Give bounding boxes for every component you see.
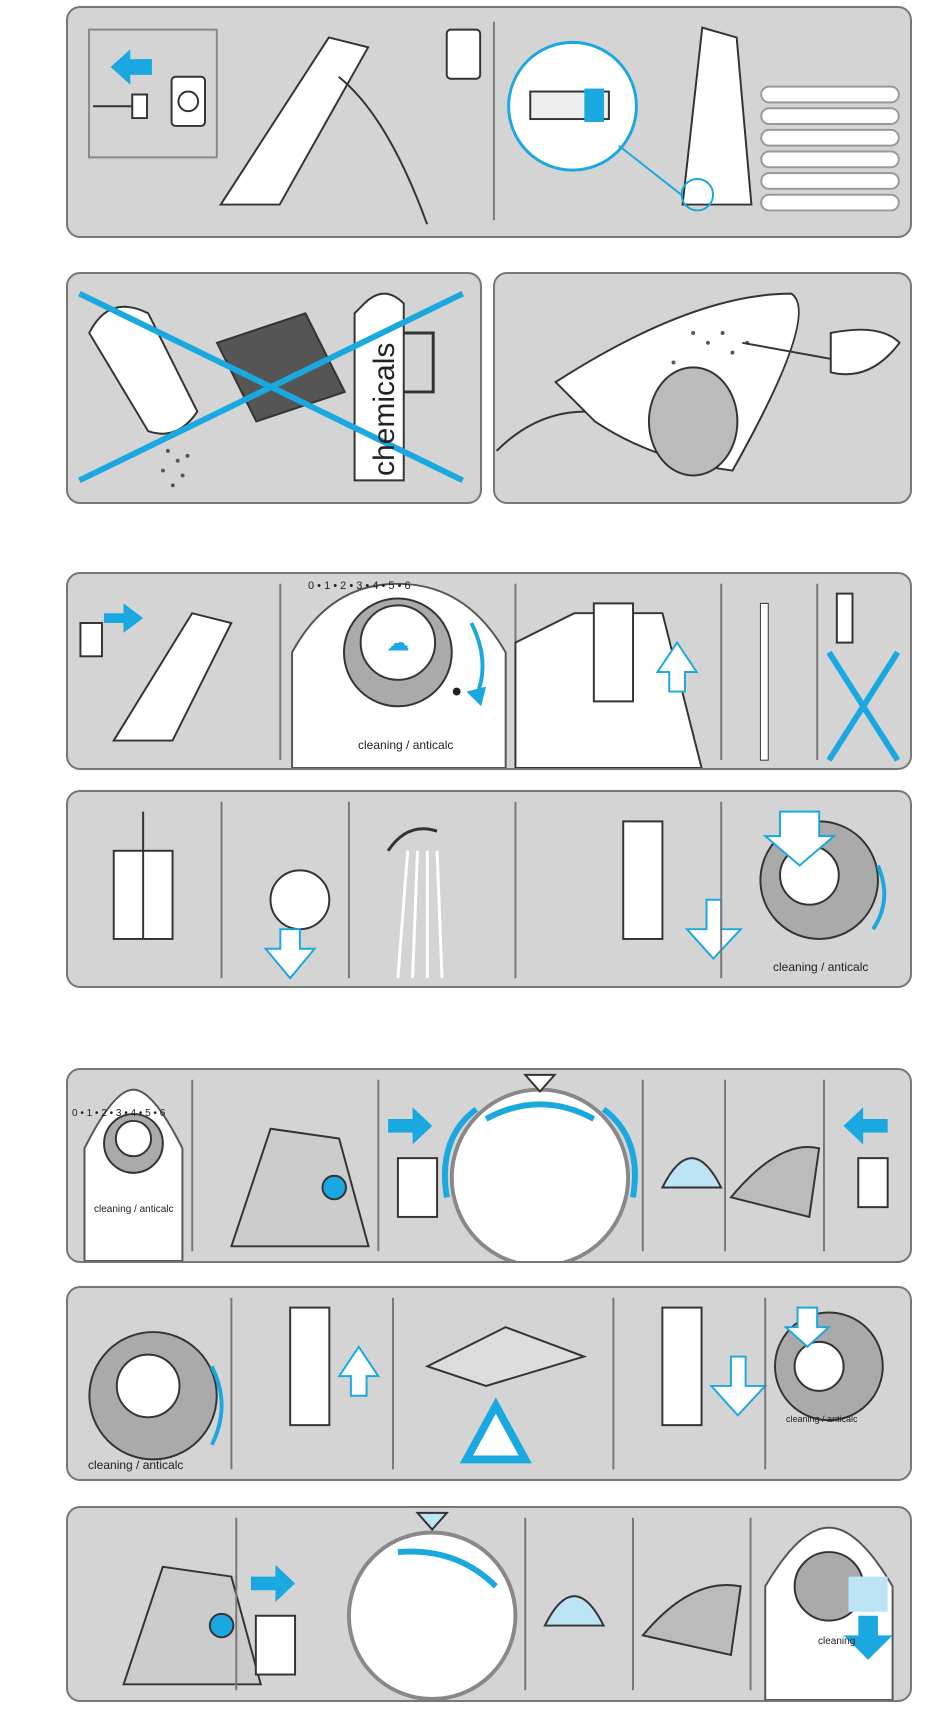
- cleaning-label: cleaning: [818, 1636, 855, 1647]
- cleaning-anticalc-label-small: cleaning / anticalc: [786, 1414, 858, 1424]
- arrow-right-icon: [104, 603, 143, 632]
- brush-icon: [271, 870, 330, 929]
- tap-icon: [388, 829, 437, 851]
- unplug-store-illustration: [68, 8, 910, 236]
- iron-icon: [221, 37, 368, 204]
- self-clean-illustration: [68, 1288, 910, 1479]
- heat-up-illustration: [68, 1070, 910, 1261]
- panel-anticalc-step2: cleaning / anticalc: [66, 790, 912, 988]
- panel-heat-up: 0 • 1 • 2 • 3 • 4 • 5 • 6 cleaning / ant…: [66, 1068, 912, 1263]
- anticalc-step1-illustration: ☁: [68, 574, 910, 768]
- cord-coils-icon: [761, 87, 899, 211]
- dial-scale-label: 0 • 1 • 2 • 3 • 4 • 5 • 6: [72, 1108, 165, 1119]
- panel-no-chemicals: chemicals: [66, 272, 482, 504]
- svg-text:☁: ☁: [386, 628, 410, 656]
- cleaning-anticalc-label: cleaning / anticalc: [88, 1458, 183, 1472]
- indicator-light-icon: [662, 1158, 721, 1187]
- cleaning-anticalc-label: cleaning / anticalc: [358, 738, 453, 752]
- temperature-dial-icon: [452, 1090, 628, 1261]
- panel-clean-soleplate: [493, 272, 912, 504]
- arrow-left-icon: [111, 49, 152, 84]
- anticalc-valve-icon: [594, 603, 633, 701]
- panel-anticalc-step1: ☁ 0 • 1 • 2 • 3 • 4 • 5 • 6 cleaning / a…: [66, 572, 912, 770]
- cloth-icon: [649, 367, 737, 475]
- hand-icon: [831, 330, 900, 375]
- socket-icon: [172, 77, 205, 126]
- clean-soleplate-illustration: [495, 274, 910, 502]
- anticalc-step2-illustration: [68, 792, 910, 986]
- cleaning-anticalc-label: cleaning / anticalc: [773, 960, 868, 974]
- dial-scale-label: 0 • 1 • 2 • 3 • 4 • 5 • 6: [308, 580, 411, 592]
- socket-icon: [80, 623, 102, 656]
- panel-unplug-store: [66, 6, 912, 238]
- no-chemicals-illustration: [68, 274, 480, 502]
- arrow-down-icon: [266, 929, 315, 978]
- panel-self-clean: cleaning / anticalc cleaning / anticalc: [66, 1286, 912, 1481]
- panel-final: cleaning: [66, 1506, 912, 1702]
- cleaning-anticalc-label: cleaning / anticalc: [94, 1204, 174, 1215]
- final-illustration: [68, 1508, 910, 1700]
- warning-triangle-icon: [466, 1406, 525, 1460]
- chemicals-label: chemicals: [368, 343, 402, 476]
